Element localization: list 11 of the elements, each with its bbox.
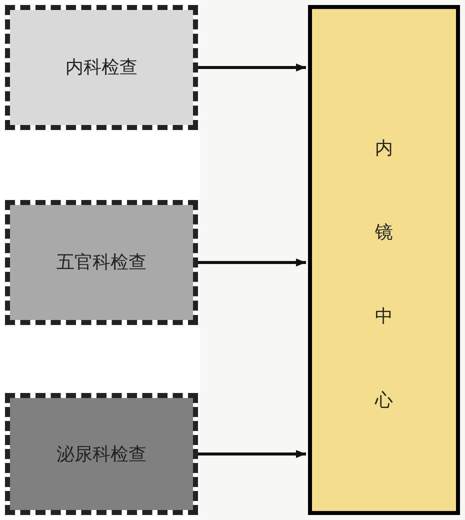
center-box: [308, 5, 460, 515]
arrow: [198, 64, 306, 72]
exam-box: [5, 5, 198, 130]
vertical-label: 内镜中心: [375, 137, 393, 413]
exam-box: [5, 393, 198, 515]
box-label: 内科检查: [66, 56, 138, 80]
arrow: [198, 258, 306, 266]
arrow: [198, 450, 306, 458]
box-label: 五官科检查: [56, 251, 146, 275]
exam-box: [5, 200, 198, 325]
box-label: 泌尿科检查: [56, 442, 146, 466]
